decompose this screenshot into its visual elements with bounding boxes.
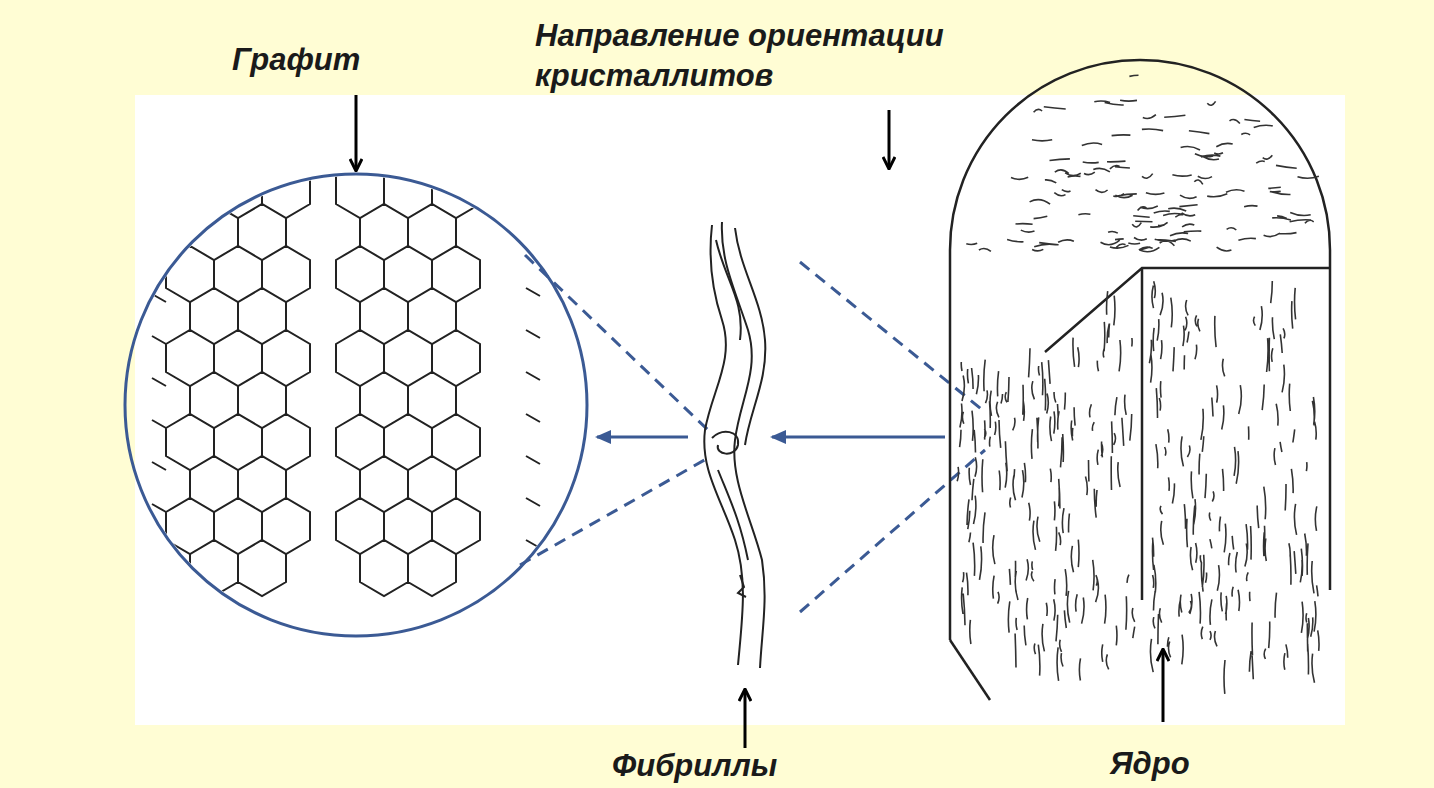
figure-label: Направление ориентации кристаллитов (535, 16, 1095, 96)
pointer-arrow (1162, 650, 1165, 722)
figure-label: Графит (232, 40, 432, 80)
zoom-arrow (597, 436, 688, 439)
zoom-arrow (772, 436, 945, 439)
pointer-arrow (355, 95, 358, 170)
magnify-circle (125, 174, 587, 636)
pointer-arrow (888, 110, 891, 168)
figure-label: Ядро (1110, 744, 1270, 784)
zoom-lines (520, 255, 985, 612)
pointer-arrow (744, 690, 747, 748)
core-texture (957, 75, 1319, 694)
fibril (704, 222, 765, 668)
figure-label: Фибриллы (612, 746, 872, 786)
graphite-lattice (152, 120, 540, 596)
white-ground (135, 95, 1345, 725)
fiber-core (950, 60, 1330, 700)
